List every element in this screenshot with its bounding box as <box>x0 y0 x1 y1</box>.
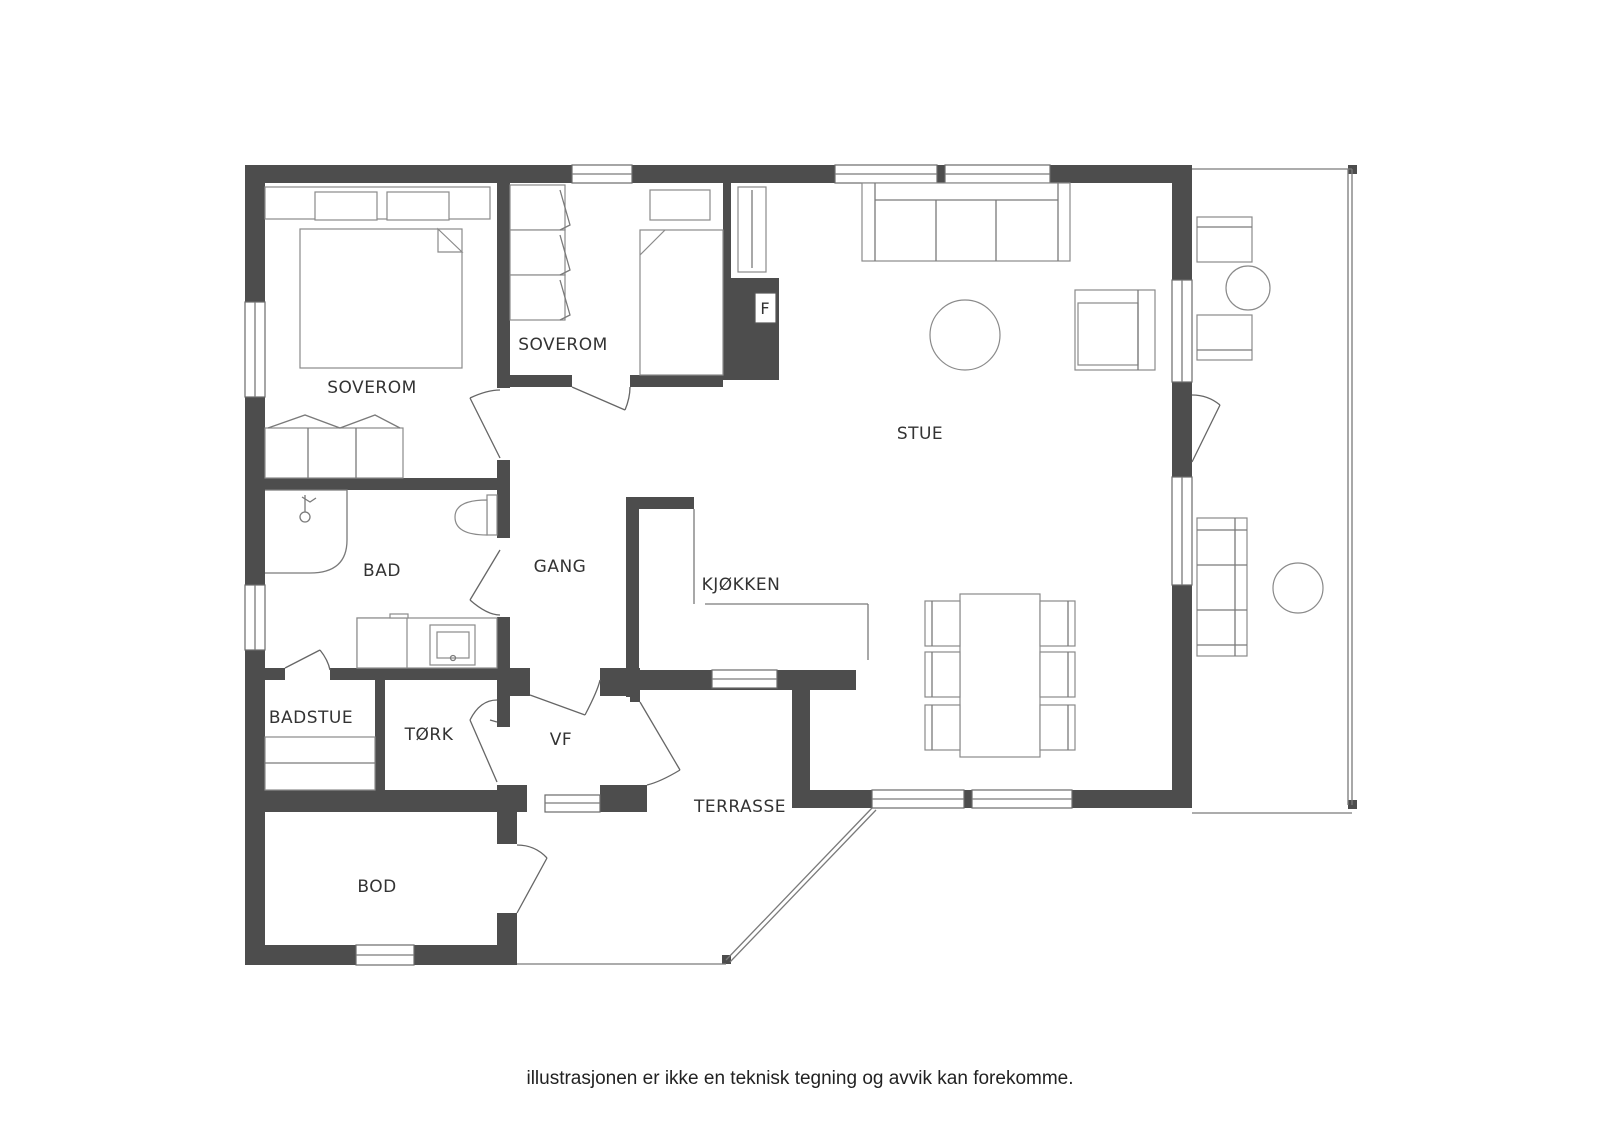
room-label-soverom-2: SOVEROM <box>518 335 608 355</box>
room-label-badstue: BADSTUE <box>269 708 353 728</box>
terrace-outlines <box>517 168 1353 965</box>
disclaimer-text: illustrasjonen er ikke en teknisk tegnin… <box>526 1068 1074 1089</box>
room-label-gang: GANG <box>534 557 587 577</box>
windows <box>244 164 1193 966</box>
doors <box>284 386 1221 914</box>
room-label-soverom-1: SOVEROM <box>327 378 417 398</box>
room-label-vf: VF <box>550 730 572 750</box>
room-label-bod: BOD <box>357 877 396 897</box>
room-labels: SOVEROM SOVEROM STUE BAD GANG KJØKKEN BA… <box>269 299 943 897</box>
fireplace-label: F <box>760 299 769 318</box>
room-label-bad: BAD <box>363 561 401 581</box>
room-label-stue: STUE <box>897 424 943 444</box>
room-label-terrasse: TERRASSE <box>693 797 786 817</box>
room-label-tork: TØRK <box>404 725 454 745</box>
room-label-kjokken: KJØKKEN <box>702 575 781 595</box>
furniture <box>264 182 1324 791</box>
